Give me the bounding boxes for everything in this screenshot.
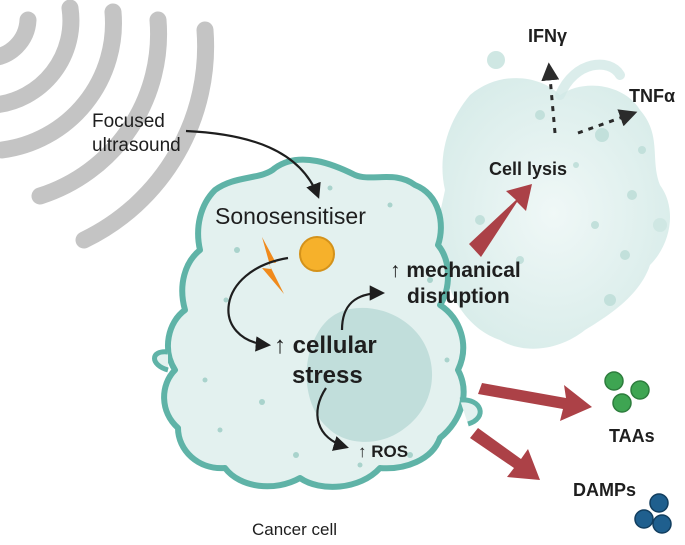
label-mechanical-2: disruption [407,285,510,308]
lysed-cell [437,51,671,349]
release-arrows [469,184,592,480]
label-focused: Focused [92,111,165,132]
nucleus [306,307,433,442]
sonosensitiser-particle [299,236,335,272]
lysis-arrow [469,184,532,257]
label-damps: DAMPs [573,480,636,500]
label-ifn: IFNγ [528,26,567,46]
taas-particles [604,371,650,413]
damps-particles [634,493,672,534]
cancer-cell [152,156,483,490]
ultrasound-waves-icon [0,0,215,249]
taas-arrow [478,383,592,421]
label-cancer-cell: Cancer cell [252,520,337,539]
damps-arrow [470,428,540,480]
label-mechanical-1: ↑ mechanical [390,259,521,282]
mechanical-arrow [340,285,386,331]
label-ultrasound: ultrasound [92,135,181,156]
label-cellular-stress-2: stress [292,362,363,389]
ros-arrow [316,387,349,451]
label-cell-lysis: Cell lysis [489,159,567,179]
label-tnf: TNFα [629,86,675,106]
lightning-bolt-icon [262,237,284,294]
label-cellular-stress-1: ↑ cellular [274,332,377,359]
ultrasound-arrow [185,129,321,199]
ifn-arrow [541,62,560,134]
label-taas: TAAs [609,426,655,446]
label-sonosensitiser: Sonosensitiser [215,203,366,229]
label-ros: ↑ ROS [358,442,408,461]
stress-arrow [227,256,289,352]
